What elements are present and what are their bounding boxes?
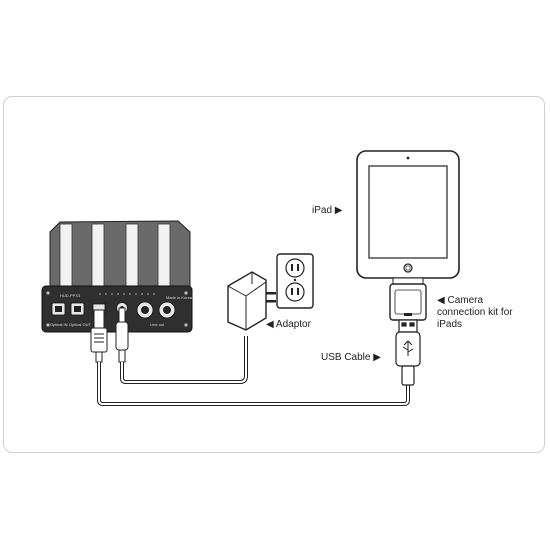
dc-plug: [115, 307, 129, 363]
optical-out-label: Optical OUT: [69, 322, 92, 327]
made-in-label: Made in Korea: [166, 295, 193, 300]
wall-outlet: [276, 253, 314, 309]
dac-model-text: HUD-PPX3: [60, 293, 81, 298]
adaptor-label: ◀ Adaptor: [266, 319, 311, 330]
camera-kit-label: ◀ Camera connection kit for iPads: [437, 295, 513, 330]
line-out-label: Line out: [150, 322, 165, 327]
ipad-camera: [406, 156, 410, 160]
ipad-home-button: [403, 263, 413, 273]
usb-cable-label: USB Cable ▶: [321, 352, 381, 363]
ipad-label: iPad ▶: [312, 205, 343, 216]
camera-connection-kit: [389, 277, 427, 321]
power-cable-line: [120, 336, 248, 384]
dac-device: HUD-PPX3 Optical IN Optical OUT Line out…: [41, 220, 193, 333]
ipad-screen: [368, 165, 448, 259]
ipad-device: [356, 150, 460, 279]
usb-a-plug: [395, 319, 421, 386]
optical-in-label: Optical IN: [50, 322, 68, 327]
power-adaptor: [227, 271, 276, 331]
